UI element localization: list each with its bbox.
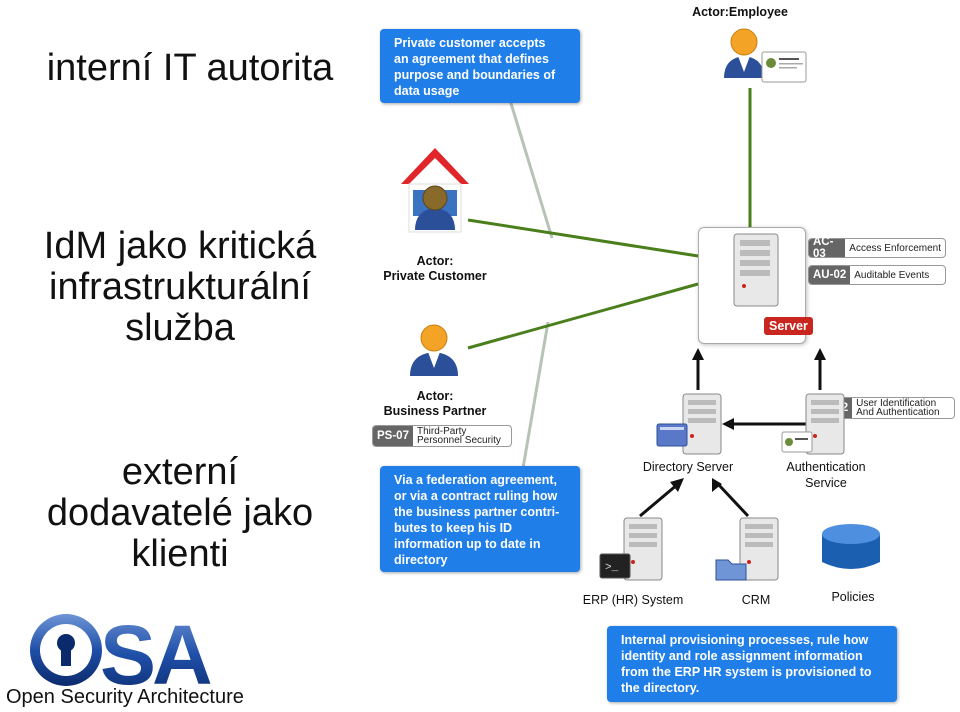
server-icon — [733, 233, 779, 307]
database-icon — [822, 524, 880, 569]
control-text: Auditable Events — [850, 269, 933, 281]
control-code: AU-02 — [809, 266, 851, 284]
callout-federation: Via a federation agreement, or via a con… — [380, 466, 580, 572]
arrowhead-icon — [722, 418, 734, 430]
external-heading: externí dodavatelé jako klienti — [0, 451, 360, 576]
osa-logo: SA — [30, 612, 215, 692]
callout-private-customer: Private customer accepts an agreement th… — [380, 29, 580, 103]
control-text-line: Third-Party — [416, 426, 467, 437]
callout-line: Private customer accepts — [394, 36, 546, 50]
label-line: Actor: — [416, 389, 454, 403]
callout-provisioning: Internal provisioning processes, rule ho… — [607, 626, 897, 702]
terminal-icon — [599, 553, 631, 579]
control-text: Third-Party Personnel Security — [413, 426, 505, 446]
control-code: PS-07 — [373, 426, 413, 446]
grey-line-private — [508, 99, 554, 239]
arrowhead-icon — [670, 478, 684, 492]
callout-line: the directory. — [621, 681, 700, 695]
arrowhead-icon — [712, 478, 722, 492]
label-line: Business Partner — [383, 404, 487, 418]
id-badge-icon — [781, 431, 813, 453]
callout-line: purpose and boundaries of — [394, 68, 556, 82]
crm-label: CRM — [741, 593, 771, 607]
customer-link — [467, 218, 699, 258]
employee-label: Actor:Employee — [660, 5, 820, 20]
employee-label-text: Actor:Employee — [692, 5, 788, 19]
osa-footer-text: Open Security Architecture — [6, 686, 244, 708]
business-partner-person-icon — [410, 324, 458, 376]
label-line: Service — [805, 476, 847, 490]
idm-heading: IdM jako kritická infrastrukturální služ… — [0, 225, 360, 350]
partner-link — [467, 282, 699, 350]
external-heading-line-2: dodavatelé jako — [46, 492, 314, 535]
control-code: AC-03 — [809, 236, 846, 260]
folder-icon — [715, 559, 747, 581]
crm-server-icon — [715, 517, 779, 581]
employee-person-icon — [724, 28, 807, 83]
callout-line: directory — [394, 553, 448, 567]
label-line: Authentication — [786, 460, 866, 474]
control-text-line: User Identification — [856, 398, 937, 409]
arrowhead-icon — [814, 348, 826, 360]
slide-title-line: interní IT autorita — [46, 47, 334, 89]
label-line: Actor: — [416, 254, 454, 268]
control-au02: AU-02 Auditable Events — [808, 265, 946, 285]
callout-line: information up to date in — [394, 537, 541, 551]
server-tag: Server — [764, 317, 813, 335]
arrow-crm-dir — [716, 482, 750, 518]
callout-line: Internal provisioning processes, rule ho… — [621, 633, 869, 647]
control-ps07: PS-07 Third-Party Personnel Security — [372, 425, 512, 447]
idm-heading-line-3: služba — [125, 307, 235, 350]
callout-line: data usage — [394, 84, 460, 98]
callout-line: or via a contract ruling how — [394, 489, 558, 503]
idm-heading-line-1: IdM jako kritická — [43, 225, 317, 267]
control-ac03: AC-03 Access Enforcement — [808, 236, 946, 260]
callout-line: butes to keep his ID — [394, 521, 513, 535]
callout-line: from the ERP HR system is provisioned to — [621, 665, 872, 679]
control-text: User Identification And Authentication — [852, 398, 943, 418]
directory-server-label: Directory Server — [642, 460, 734, 474]
arrowhead-icon — [692, 348, 704, 360]
external-heading-line-1: externí — [121, 451, 239, 493]
authentication-server-icon — [781, 393, 845, 455]
control-text-line: And Authentication — [856, 407, 940, 418]
label-line: Private Customer — [383, 269, 487, 283]
erp-server-icon: >_ — [599, 517, 663, 581]
callout-line: Via a federation agreement, — [394, 473, 558, 487]
policies-label: Policies — [831, 590, 875, 604]
svg-text:>_: >_ — [605, 562, 619, 574]
external-heading-line-3: klienti — [131, 533, 229, 576]
keyhole-stem — [61, 646, 71, 666]
erp-label: ERP (HR) System — [582, 593, 684, 607]
control-text: Access Enforcement — [845, 242, 945, 254]
directory-server-icon — [656, 393, 722, 455]
business-partner-label: Actor: Business Partner — [365, 389, 505, 419]
grey-line-federation — [520, 321, 550, 475]
slide-title: interní IT autorita — [0, 47, 380, 89]
callout-line: an agreement that defines — [394, 52, 549, 66]
authentication-service-label: Authentication Service — [780, 459, 872, 491]
callout-line: the business partner contri- — [394, 505, 560, 519]
control-text-line: Access Enforcement — [849, 242, 941, 254]
idm-heading-line-2: infrastrukturální — [49, 266, 311, 309]
house-icon — [401, 148, 469, 233]
control-text-line: Auditable Events — [854, 269, 930, 281]
private-customer-label: Actor: Private Customer — [370, 254, 500, 284]
callout-line: identity and role assignment information — [621, 649, 863, 663]
osa-logo-text: SA — [100, 612, 211, 692]
control-text-line: Personnel Security — [416, 435, 501, 446]
arrow-erp-dir — [639, 482, 679, 518]
